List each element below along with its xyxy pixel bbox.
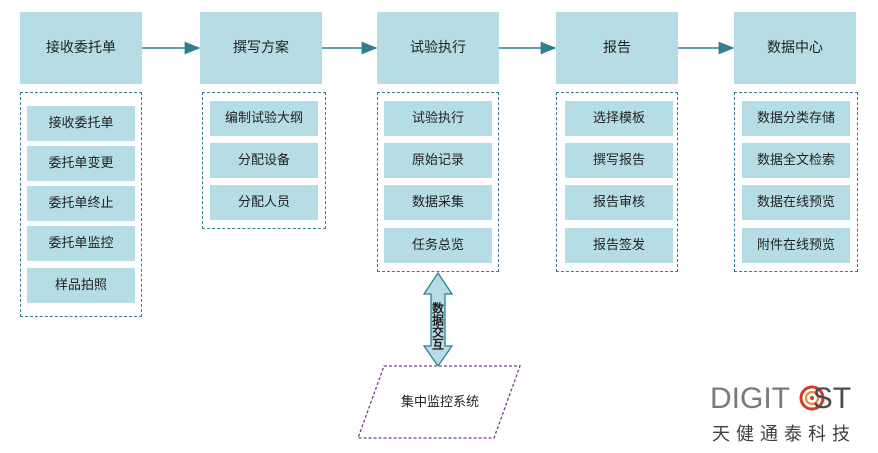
item-label: 数据全文检索 [756, 152, 835, 168]
logo-word-suffix: ST [812, 382, 852, 415]
stage3-item-3: 数据采集 [384, 185, 492, 220]
stage5-item-2: 数据全文检索 [742, 143, 850, 178]
stage4-item-4: 报告签发 [565, 228, 673, 263]
item-label: 试验执行 [411, 110, 464, 126]
item-label: 任务总览 [411, 237, 464, 253]
company-logo: DIGITOST 天健通泰科技 [690, 380, 870, 448]
item-label: 附件在线预览 [756, 237, 835, 253]
stage4-item-3: 报告审核 [565, 185, 673, 220]
stage-box-3: 试验执行 [377, 12, 499, 84]
item-label: 数据分类存储 [756, 110, 835, 126]
logo-swirl [799, 385, 825, 411]
item-label: 编制试验大纲 [224, 110, 303, 126]
item-label: 委托单监控 [48, 235, 114, 251]
stage3-item-4: 任务总览 [384, 228, 492, 263]
logo-chinese-name: 天健通泰科技 [712, 424, 856, 445]
item-label: 样品拍照 [54, 277, 107, 293]
item-label: 分配人员 [237, 194, 290, 210]
item-label: 委托单终止 [48, 195, 114, 211]
stage2-item-3: 分配人员 [210, 185, 318, 220]
stage-box-5: 数据中心 [734, 12, 856, 84]
stage-label: 试验执行 [410, 39, 466, 56]
stage-box-4: 报告 [556, 12, 678, 84]
item-label: 数据在线预览 [756, 194, 835, 210]
stage-box-1: 接收委托单 [20, 12, 142, 84]
item-label: 选择模板 [592, 110, 645, 126]
logo-word-prefix: DIGIT [710, 382, 790, 415]
item-label: 分配设备 [237, 152, 290, 168]
stage-label: 数据中心 [767, 39, 823, 56]
item-label: 接收委托单 [48, 115, 114, 131]
stage2-item-2: 分配设备 [210, 143, 318, 178]
item-label: 报告审核 [592, 194, 645, 210]
stage3-item-2: 原始记录 [384, 143, 492, 178]
item-label: 原始记录 [411, 152, 464, 168]
central-system-label: 集中监控系统 [400, 395, 479, 410]
stage-label: 接收委托单 [46, 39, 116, 56]
stage4-item-2: 撰写报告 [565, 143, 673, 178]
stage-label: 撰写方案 [233, 39, 289, 56]
central-system-shape [357, 365, 521, 439]
item-label: 撰写报告 [592, 152, 645, 168]
exchange-label: 数据交互 [430, 302, 445, 350]
stage1-item-5: 样品拍照 [27, 268, 135, 303]
stage2-item-1: 编制试验大纲 [210, 101, 318, 136]
stage5-item-1: 数据分类存储 [742, 101, 850, 136]
item-label: 委托单变更 [48, 155, 114, 171]
stage-label: 报告 [603, 39, 631, 56]
stage1-item-4: 委托单监控 [27, 226, 135, 261]
logo-wordmark: DIGITOST [710, 382, 851, 416]
stage5-item-3: 数据在线预览 [742, 185, 850, 220]
item-label: 数据采集 [411, 194, 464, 210]
stage1-item-3: 委托单终止 [27, 186, 135, 221]
stage3-item-1: 试验执行 [384, 101, 492, 136]
stage4-item-1: 选择模板 [565, 101, 673, 136]
stage-box-2: 撰写方案 [200, 12, 322, 84]
stage1-item-1: 接收委托单 [27, 106, 135, 141]
item-label: 报告签发 [592, 237, 645, 253]
stage1-item-2: 委托单变更 [27, 146, 135, 181]
stage5-item-4: 附件在线预览 [742, 228, 850, 263]
